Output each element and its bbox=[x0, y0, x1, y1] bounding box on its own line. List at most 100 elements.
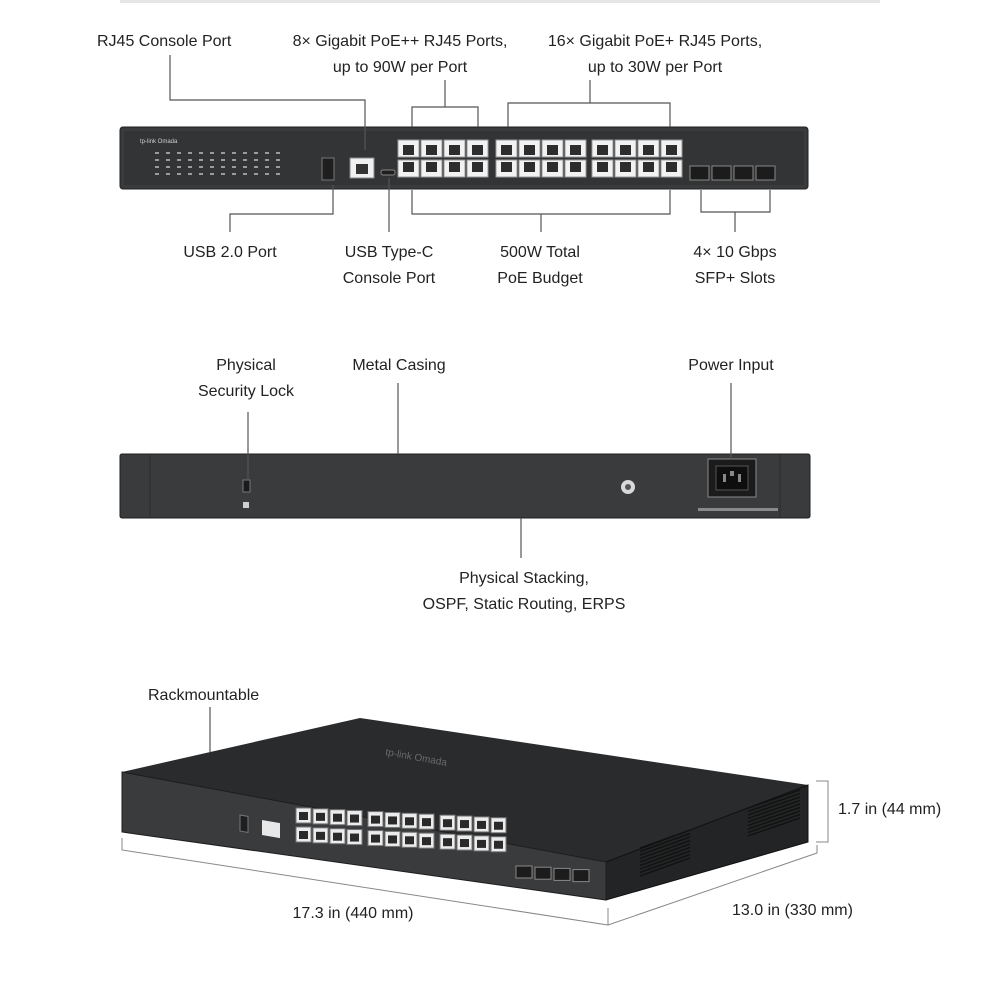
label-depth: 13.0 in (330 mm) bbox=[732, 902, 853, 919]
status-led bbox=[232, 173, 236, 175]
vent-slot bbox=[639, 850, 691, 870]
perspective-rj45-jack bbox=[494, 840, 503, 849]
perspective-rj45-jack bbox=[405, 817, 414, 826]
perspective-rj45-jack bbox=[460, 820, 469, 829]
status-led bbox=[243, 159, 247, 161]
rj45-port-jack bbox=[620, 145, 631, 155]
perspective-sfp-slot bbox=[553, 867, 571, 881]
rj45-port-jack bbox=[547, 145, 558, 155]
status-led bbox=[188, 152, 192, 154]
rj45-port-jack bbox=[547, 162, 558, 172]
status-led bbox=[166, 152, 170, 154]
sfp-slot bbox=[733, 165, 754, 181]
status-leds bbox=[155, 152, 280, 175]
vent-slot bbox=[639, 846, 691, 867]
side-vents bbox=[639, 789, 801, 877]
label-power-input: Power Input bbox=[688, 357, 774, 374]
rj45-port-jack bbox=[666, 145, 677, 155]
perspective-rj45-jack bbox=[388, 835, 397, 844]
vent-slot bbox=[747, 792, 801, 813]
vent-slot bbox=[747, 796, 801, 816]
status-led bbox=[243, 152, 247, 154]
status-led bbox=[276, 152, 280, 154]
status-led bbox=[276, 166, 280, 168]
rj45-port-jack bbox=[570, 162, 581, 172]
rj45-port-jack bbox=[501, 162, 512, 172]
status-led bbox=[177, 159, 181, 161]
status-led bbox=[276, 159, 280, 161]
vent-slot bbox=[747, 817, 801, 837]
status-led bbox=[221, 173, 225, 175]
rj45-port-jack bbox=[501, 145, 512, 155]
status-led bbox=[177, 173, 181, 175]
status-led bbox=[232, 159, 236, 161]
perspective-rj45-jack bbox=[299, 812, 308, 820]
vent-slot bbox=[639, 829, 691, 849]
label-poe-budget: 500W Total PoE Budget bbox=[497, 244, 583, 287]
label-rackmountable: Rackmountable bbox=[148, 687, 260, 704]
perspective-ports bbox=[295, 807, 590, 883]
status-led bbox=[221, 159, 225, 161]
perspective-rj45-jack bbox=[371, 834, 380, 843]
label-metal-casing: Metal Casing bbox=[352, 357, 446, 374]
rj45-port-jack bbox=[449, 145, 460, 155]
status-led bbox=[199, 159, 203, 161]
status-led bbox=[210, 152, 214, 154]
rj45-port-jack bbox=[449, 162, 460, 172]
perspective-rj45-jack bbox=[388, 816, 397, 825]
perspective-view: tp-link Omada bbox=[121, 718, 809, 901]
rj45-port-jack bbox=[403, 145, 414, 155]
perspective-rj45-jack bbox=[316, 812, 325, 821]
vent-slot bbox=[639, 832, 691, 853]
status-led bbox=[177, 152, 181, 154]
rj45-port-jack bbox=[597, 145, 608, 155]
perspective-rj45-jack bbox=[333, 813, 342, 822]
sfp-slots bbox=[689, 165, 776, 181]
rear-leader-lines bbox=[247, 383, 732, 558]
perspective-rj45-jack bbox=[405, 836, 414, 845]
rj45-port-array bbox=[397, 139, 683, 178]
status-led bbox=[243, 173, 247, 175]
status-led bbox=[199, 166, 203, 168]
status-led bbox=[243, 166, 247, 168]
perspective-rj45-jack bbox=[350, 814, 359, 823]
status-led bbox=[254, 173, 258, 175]
rj45-port-jack bbox=[524, 162, 535, 172]
status-led bbox=[177, 166, 181, 168]
perspective-rj45-jack bbox=[494, 821, 503, 830]
status-led bbox=[210, 166, 214, 168]
status-led bbox=[155, 159, 159, 161]
status-led bbox=[265, 166, 269, 168]
rear-panel bbox=[119, 453, 811, 519]
perspective-rj45-jack bbox=[371, 815, 380, 824]
dimension-lines bbox=[121, 707, 829, 926]
status-led bbox=[221, 152, 225, 154]
rj45-port-jack bbox=[597, 162, 608, 172]
usb-c-port bbox=[380, 169, 396, 176]
status-led bbox=[188, 173, 192, 175]
label-poe-plus-plus-ports: 8× Gigabit PoE++ RJ45 Ports, up to 90W p… bbox=[292, 33, 508, 76]
perspective-sfp-slot bbox=[534, 866, 552, 880]
status-led bbox=[210, 173, 214, 175]
perspective-rj45-jack bbox=[316, 831, 325, 840]
vent-slot bbox=[639, 839, 691, 860]
perspective-rj45-jack bbox=[299, 831, 308, 839]
perspective-sfp-slot bbox=[515, 865, 533, 879]
status-led bbox=[221, 166, 225, 168]
label-sfp-slots: 4× 10 Gbps SFP+ Slots bbox=[693, 244, 777, 287]
vent-slot bbox=[747, 803, 801, 823]
perspective-rj45-jack bbox=[333, 832, 342, 841]
rj45-port-jack bbox=[570, 145, 581, 155]
status-led bbox=[199, 152, 203, 154]
status-led bbox=[166, 173, 170, 175]
vent-slot bbox=[747, 799, 801, 820]
label-width: 17.3 in (440 mm) bbox=[292, 905, 414, 922]
status-led bbox=[155, 152, 159, 154]
label-height: 1.7 in (44 mm) bbox=[838, 801, 942, 818]
status-led bbox=[155, 166, 159, 168]
perspective-rj45-jack bbox=[460, 839, 469, 848]
status-led bbox=[166, 159, 170, 161]
label-usb-c-console-port: USB Type-C Console Port bbox=[342, 244, 436, 287]
perspective-rj45-jack bbox=[443, 819, 452, 828]
